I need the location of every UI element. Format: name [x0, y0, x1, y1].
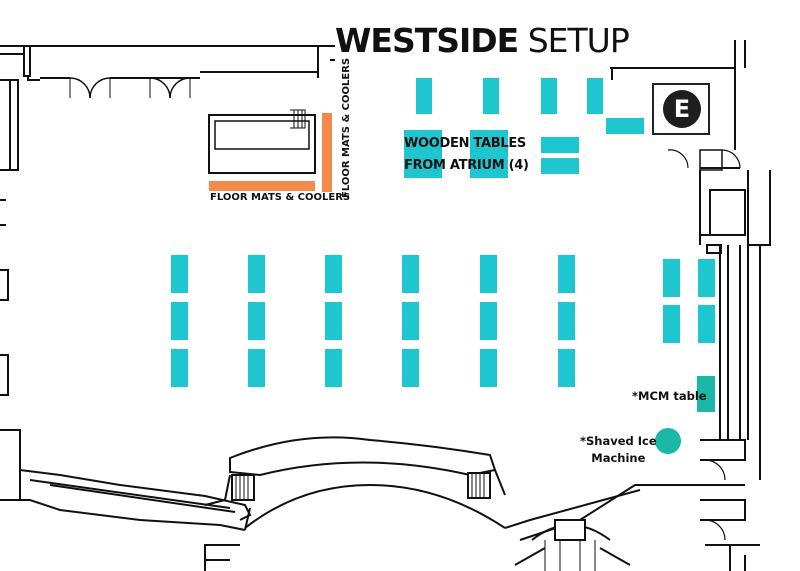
- shaved-ice-machine: [655, 428, 681, 454]
- wooden-table: [541, 158, 579, 174]
- exit-marker: E: [652, 83, 710, 135]
- table: [325, 255, 342, 293]
- wooden-table: [587, 78, 603, 114]
- table: [480, 302, 497, 340]
- shaved-ice-label: *Shaved Ice Machine: [580, 433, 657, 467]
- table: [171, 349, 188, 387]
- table: [663, 259, 680, 297]
- table: [171, 302, 188, 340]
- building-walls: [0, 40, 771, 571]
- mcm-table-label: *MCM table: [632, 389, 707, 403]
- wooden-table: [416, 78, 432, 114]
- table-grid: [171, 255, 715, 387]
- shaved-ice-line1: *Shaved Ice: [580, 434, 657, 448]
- table: [698, 259, 715, 297]
- wooden-table: [541, 137, 579, 153]
- table: [558, 302, 575, 340]
- wooden-tables-label: WOODEN TABLES FROM ATRIUM (4): [404, 133, 529, 177]
- table: [698, 305, 715, 343]
- table: [558, 349, 575, 387]
- table: [248, 349, 265, 387]
- title-bold: WESTSIDE: [335, 21, 519, 60]
- wooden-table: [541, 78, 557, 114]
- table: [325, 349, 342, 387]
- table: [402, 302, 419, 340]
- table: [558, 255, 575, 293]
- table: [248, 302, 265, 340]
- table: [325, 302, 342, 340]
- title-thin: SETUP: [527, 21, 630, 60]
- wooden-table: [483, 78, 499, 114]
- table: [248, 255, 265, 293]
- floor-mats-label-horizontal: FLOOR MATS & COOLERS: [210, 192, 351, 203]
- wooden-table: [470, 130, 508, 178]
- wooden-table: [404, 130, 442, 178]
- table: [402, 349, 419, 387]
- floor-mats-label-vertical: FLOOR MATS & COOLERS: [341, 57, 352, 198]
- mcm-table: [697, 376, 715, 412]
- table: [480, 349, 497, 387]
- table: [402, 255, 419, 293]
- shaved-ice-line2: Machine: [591, 451, 646, 465]
- wooden-table: [606, 118, 644, 134]
- exit-letter: E: [663, 90, 701, 128]
- table: [480, 255, 497, 293]
- page-title: WESTSIDE SETUP: [335, 12, 630, 70]
- floor-mat-horizontal: [209, 181, 315, 191]
- table: [663, 305, 680, 343]
- wooden-tables-line2: FROM ATRIUM (4): [404, 158, 529, 173]
- table: [171, 255, 188, 293]
- wooden-tables-line1: WOODEN TABLES: [404, 136, 526, 151]
- floor-mat-vertical: [322, 113, 332, 192]
